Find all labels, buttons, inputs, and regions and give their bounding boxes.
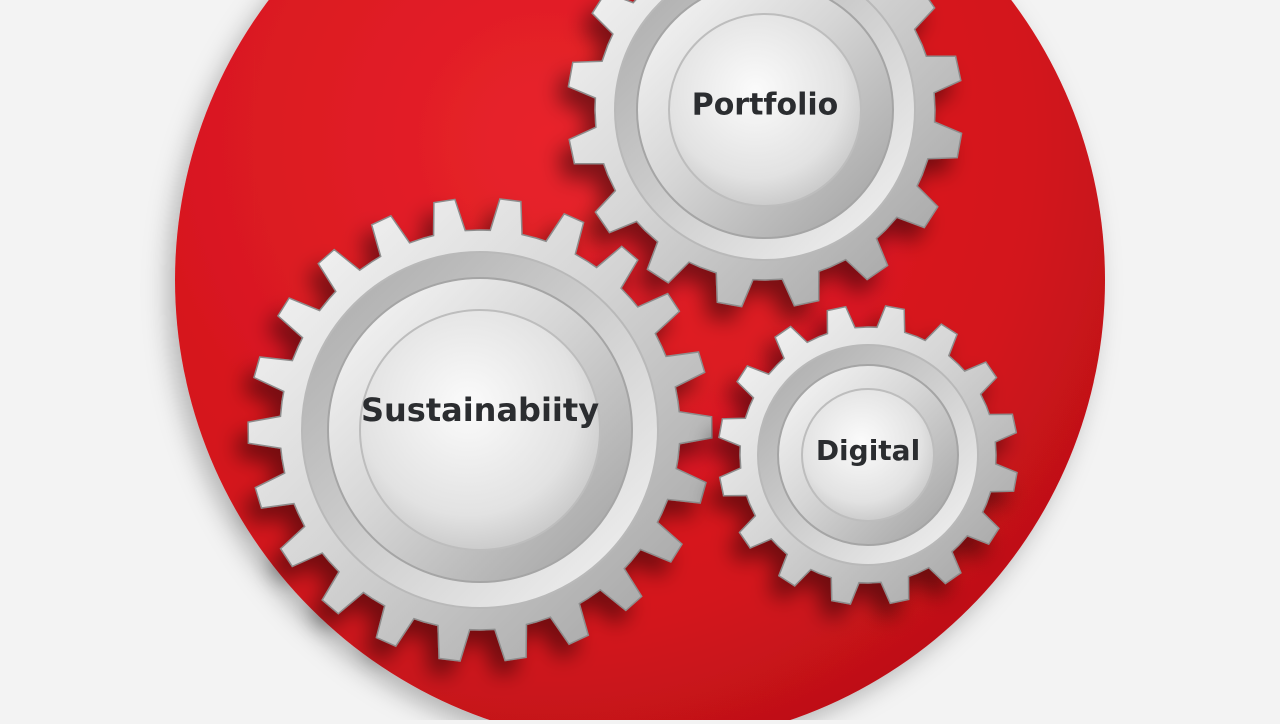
gear-digital: Digital <box>718 305 1018 605</box>
gear-hub-portfolio <box>668 13 862 207</box>
gear-label-sustainability: Sustainabiity <box>361 391 599 429</box>
gear-hub-sustainability <box>359 309 601 551</box>
gear-label-digital: Digital <box>816 434 920 467</box>
gear-portfolio: Portfolio <box>567 0 963 308</box>
gear-label-portfolio: Portfolio <box>692 88 839 123</box>
gear-sustainability: Sustainabiity <box>247 198 713 662</box>
gear-hub-digital <box>801 388 935 522</box>
